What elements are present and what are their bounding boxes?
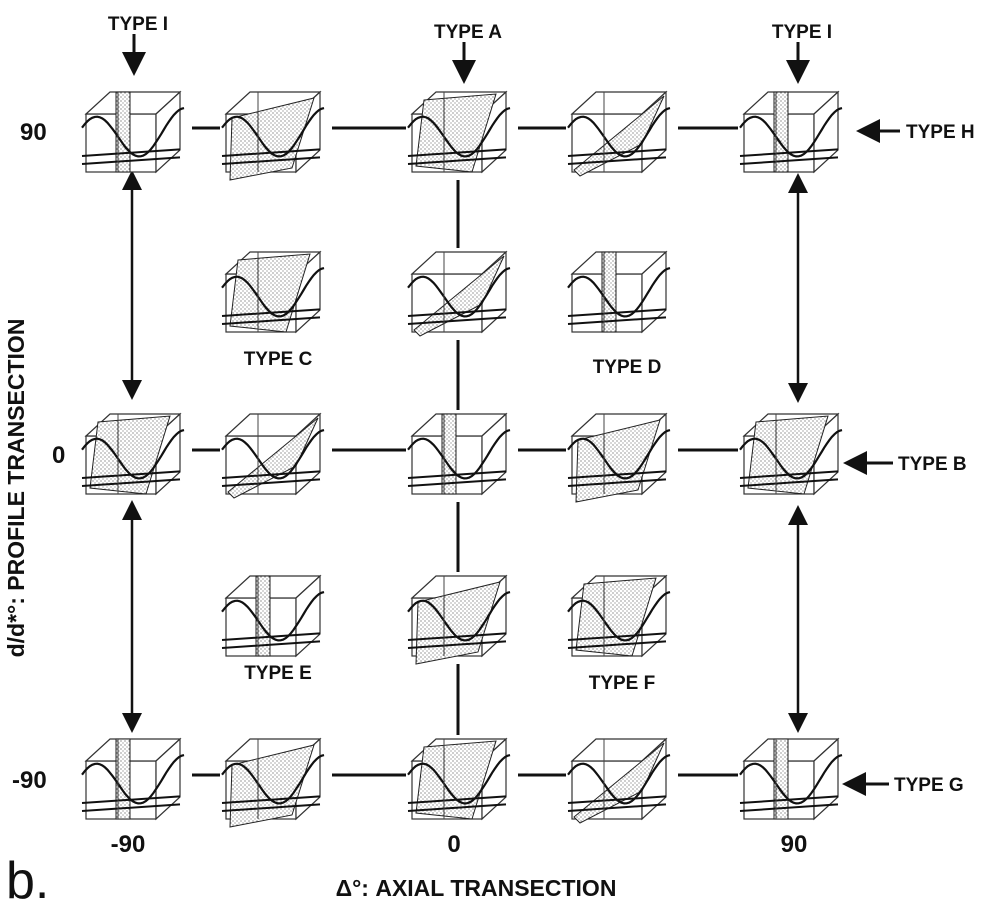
x-tick-90: 90 xyxy=(781,831,808,858)
box-cell-r3-c3 xyxy=(568,576,670,656)
x-tick-0: 0 xyxy=(447,831,460,858)
grid-cells xyxy=(82,92,842,827)
type-label-top-center: TYPE A xyxy=(434,22,502,43)
type-label-top-left: TYPE I xyxy=(108,14,168,35)
box-cell-r4-c1 xyxy=(222,739,324,827)
box-cell-r3-c1 xyxy=(222,576,324,656)
y-tick-minus-90: -90 xyxy=(12,767,47,794)
x-axis-title: Δ°: AXIAL TRANSECTION xyxy=(336,875,617,901)
box-cell-r2-c2 xyxy=(408,414,510,494)
box-cell-r3-c2 xyxy=(408,576,510,664)
type-label-top-right: TYPE I xyxy=(772,22,832,43)
y-tick-90: 90 xyxy=(20,119,47,146)
box-cell-r2-c3 xyxy=(568,414,670,502)
box-cell-r4-c3 xyxy=(568,739,670,823)
box-cell-r0-c0 xyxy=(82,92,184,172)
box-cell-r0-c1 xyxy=(222,92,324,180)
box-cell-r2-c1 xyxy=(222,414,324,498)
box-cell-r0-c3 xyxy=(568,92,670,176)
panel-label: b. xyxy=(6,852,49,905)
box-cell-r0-c2 xyxy=(408,92,510,172)
type-label-right-middle: TYPE B xyxy=(898,454,967,475)
x-tick-minus-90: -90 xyxy=(111,831,146,858)
type-label-type-d: TYPE D xyxy=(593,357,662,378)
box-cell-r4-c2 xyxy=(408,739,510,819)
box-cell-r1-c1 xyxy=(222,252,324,332)
type-label-type-c: TYPE C xyxy=(244,349,313,370)
box-cell-r4-c4 xyxy=(740,739,842,819)
type-label-right-top: TYPE H xyxy=(906,122,975,143)
type-label-type-e: TYPE E xyxy=(244,663,312,684)
y-tick-0: 0 xyxy=(52,442,65,469)
y-axis-title: d/d*°: PROFILE TRANSECTION xyxy=(3,319,29,658)
type-label-type-f: TYPE F xyxy=(589,673,656,694)
box-cell-r2-c0 xyxy=(82,414,184,494)
box-cell-r0-c4 xyxy=(740,92,842,172)
box-cell-r1-c2 xyxy=(408,252,510,336)
type-label-right-bottom: TYPE G xyxy=(894,775,964,796)
box-cell-r1-c3 xyxy=(568,252,670,332)
box-cell-r2-c4 xyxy=(740,414,842,494)
box-cell-r4-c0 xyxy=(82,739,184,819)
